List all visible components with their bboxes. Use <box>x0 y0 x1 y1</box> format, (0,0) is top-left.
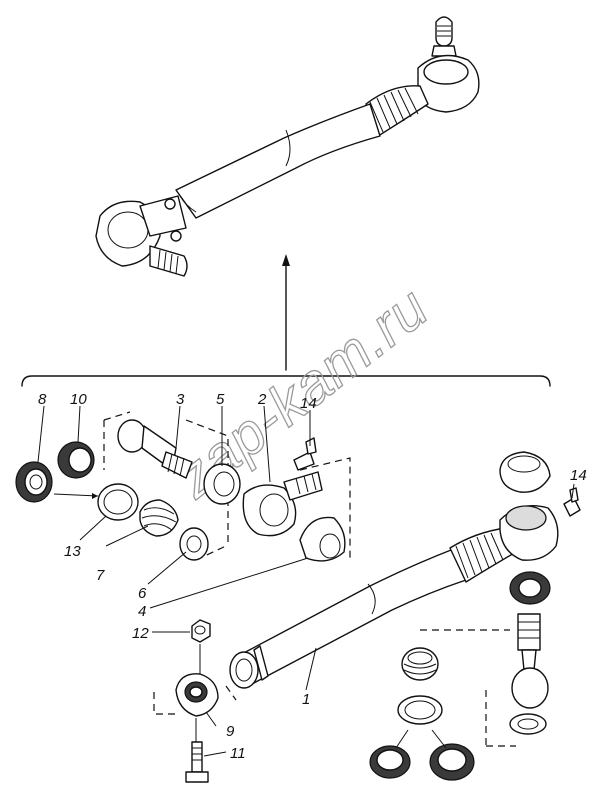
callout-8: 8 <box>38 391 47 408</box>
part-10-ring <box>57 441 95 479</box>
part-seal-bottom-right <box>429 743 475 781</box>
part-ball-pin-right <box>511 613 549 709</box>
callout-12: 12 <box>132 625 149 642</box>
part-2-ball-head <box>242 471 323 537</box>
part-9-clamp <box>175 673 219 717</box>
subassembly-box-right <box>299 457 351 560</box>
assembled-tie-rod <box>95 16 480 277</box>
part-5-bushing <box>203 463 241 505</box>
part-washer-lower-right <box>397 695 443 725</box>
part-cap-top <box>499 451 551 493</box>
group-bracket <box>21 375 551 387</box>
part-4-boot <box>299 516 346 562</box>
callout-4: 4 <box>138 603 146 620</box>
part-14-grease-fitting-left <box>293 437 317 471</box>
part-1-rod <box>229 505 559 689</box>
callout-labels: 8 10 3 5 2 14 14 13 7 6 4 12 1 9 11 <box>38 391 587 762</box>
callout-11: 11 <box>230 745 246 762</box>
watermark: zap-kam.ru <box>163 274 440 511</box>
callout-14-left: 14 <box>300 395 317 412</box>
callout-2: 2 <box>257 391 267 408</box>
callout-13: 13 <box>64 543 81 560</box>
callout-10: 10 <box>70 391 87 408</box>
callout-9: 9 <box>226 723 235 740</box>
callout-7: 7 <box>96 567 105 584</box>
part-7-spring <box>139 499 179 537</box>
callout-5: 5 <box>216 391 225 408</box>
part-seal-bottom-left <box>369 745 411 779</box>
part-washer-right <box>509 713 547 735</box>
part-11-bolt <box>185 741 209 783</box>
subassembly-box-left <box>103 411 229 561</box>
part-13-washer <box>97 483 139 521</box>
callout-3: 3 <box>176 391 185 408</box>
part-spring-right <box>401 647 439 681</box>
arrow-assembly-pointer <box>282 254 290 371</box>
part-6-washer <box>179 527 209 561</box>
part-8-seal <box>15 461 53 503</box>
part-14-grease-fitting-right <box>563 487 581 517</box>
part-bushing-right <box>509 571 551 605</box>
clamp-box <box>153 685 237 715</box>
leader-lines <box>37 405 575 757</box>
part-3-ball-pin <box>117 419 193 479</box>
subassembly-box-lower-right <box>420 629 516 747</box>
callout-14-right: 14 <box>570 467 587 484</box>
callout-6: 6 <box>138 585 147 602</box>
part-12-nut <box>191 619 211 643</box>
callout-1: 1 <box>302 691 310 708</box>
